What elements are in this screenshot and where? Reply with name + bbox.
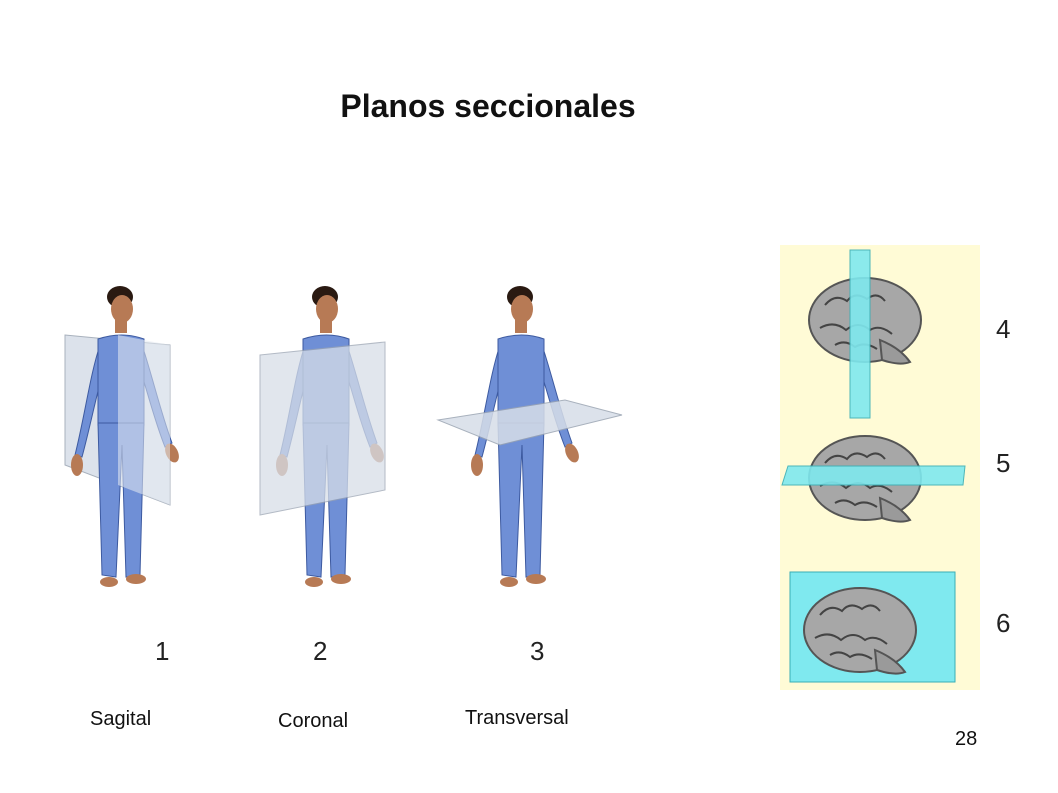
- brain-panel: [780, 245, 980, 690]
- figure-transverse: [436, 285, 623, 588]
- slide-title: Planos seccionales: [340, 88, 636, 124]
- brain-coronal: [789, 571, 956, 683]
- figure-number-3: 3: [530, 636, 544, 666]
- brain-number-6: 6: [996, 608, 1010, 638]
- caption-transverse: Transversal: [465, 707, 569, 729]
- brain-transverse: [781, 435, 966, 523]
- brain-number-4: 4: [996, 314, 1010, 344]
- brain-sagittal: [808, 249, 922, 419]
- figure-coronal: [259, 285, 388, 588]
- figure-number-1: 1: [155, 636, 169, 666]
- page-number: 28: [955, 728, 978, 750]
- figure-sagittal: [64, 285, 183, 588]
- figure-number-2: 2: [313, 636, 327, 666]
- caption-sagittal: Sagital: [90, 708, 152, 730]
- caption-coronal: Coronal: [278, 710, 349, 732]
- brain-number-5: 5: [996, 448, 1010, 478]
